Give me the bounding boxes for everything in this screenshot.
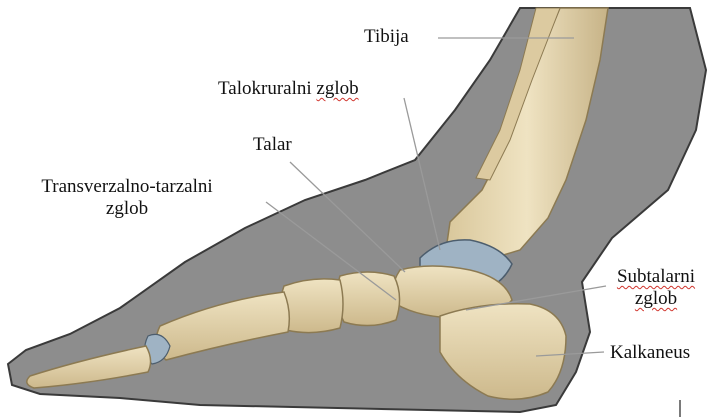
label-kalkaneus: Kalkaneus	[610, 342, 690, 364]
label-talokruralni-zglob: Talokruralni zglob	[218, 78, 359, 100]
label-transverzalno-tarzalni-zglob: Transverzalno-tarzalni zglob	[8, 176, 246, 220]
label-subtalarni-line2: zglob	[604, 288, 708, 310]
label-talokruralni-zglob-word: zglob	[316, 78, 358, 99]
label-subtalarni-zglob: Subtalarni zglob	[604, 266, 708, 310]
label-subtalarni-line1: Subtalarni	[604, 266, 708, 288]
label-tibija: Tibija	[364, 26, 409, 48]
navicular-bone	[337, 272, 400, 326]
label-talokruralni-text: Talokruralni	[218, 78, 316, 99]
label-transverzalno-line2: zglob	[8, 198, 246, 220]
label-talar: Talar	[253, 134, 292, 156]
label-transverzalno-line1: Transverzalno-tarzalni	[8, 176, 246, 198]
